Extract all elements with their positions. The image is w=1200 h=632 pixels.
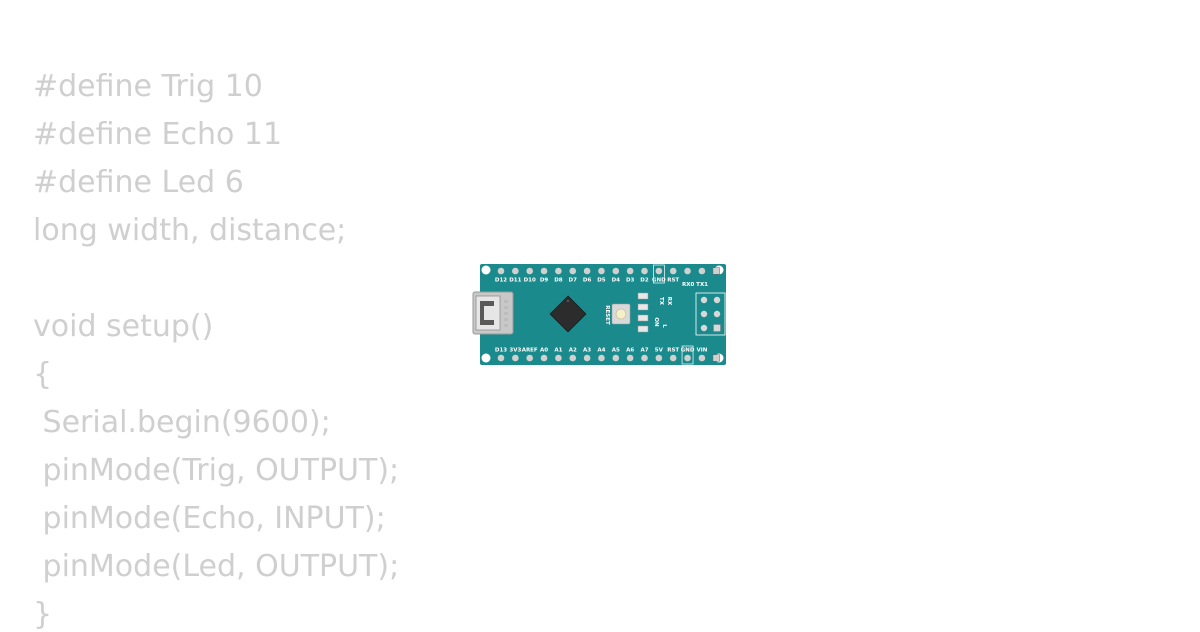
header-pin[interactable] bbox=[684, 354, 691, 362]
pin-label: A0 bbox=[540, 348, 548, 354]
pin-label: D6 bbox=[583, 278, 592, 284]
header-pin[interactable] bbox=[655, 354, 663, 362]
code-line: void setup() bbox=[33, 309, 214, 344]
header-pin[interactable] bbox=[626, 354, 634, 362]
code-line: long width, distance; bbox=[33, 213, 347, 248]
code-line: #define Trig 10 bbox=[33, 69, 263, 104]
header-pin[interactable] bbox=[612, 267, 620, 275]
pin-label: D12 bbox=[495, 278, 507, 284]
pin-label: D7 bbox=[569, 278, 578, 284]
code-line: #define Echo 11 bbox=[33, 117, 283, 152]
pin-label: D3 bbox=[626, 278, 635, 284]
pin-label: D8 bbox=[554, 278, 563, 284]
header-pin[interactable] bbox=[712, 354, 720, 362]
pin-label: GND bbox=[652, 278, 666, 284]
pin-label: VIN bbox=[696, 348, 707, 354]
header-pin[interactable] bbox=[526, 354, 533, 362]
microcontroller-chip bbox=[549, 295, 587, 333]
led-label-rx: RX bbox=[666, 297, 672, 306]
header-pin[interactable] bbox=[612, 354, 620, 362]
header-pin[interactable] bbox=[555, 354, 562, 362]
header-pin[interactable] bbox=[641, 354, 648, 362]
icsp-header[interactable] bbox=[695, 292, 726, 336]
header-pin[interactable] bbox=[569, 354, 577, 362]
header-pin[interactable] bbox=[583, 354, 591, 362]
header-pin[interactable] bbox=[669, 267, 677, 275]
gnd-pin-highlight bbox=[681, 345, 694, 365]
header-pin[interactable] bbox=[598, 354, 605, 362]
header-pin[interactable] bbox=[698, 354, 706, 362]
header-pin[interactable] bbox=[641, 267, 648, 275]
mounting-hole bbox=[481, 265, 491, 275]
top-pin-header[interactable] bbox=[497, 264, 720, 284]
header-pin[interactable] bbox=[512, 267, 519, 275]
pin-label: D9 bbox=[540, 278, 549, 284]
pin-label: D5 bbox=[597, 278, 606, 284]
header-pin[interactable] bbox=[512, 354, 519, 362]
header-pin[interactable] bbox=[583, 267, 591, 275]
header-pin[interactable] bbox=[626, 267, 634, 275]
header-pin[interactable] bbox=[669, 354, 677, 362]
header-pin[interactable] bbox=[540, 354, 548, 362]
pin-label: D11 bbox=[509, 278, 521, 284]
pin-label: D2 bbox=[640, 278, 649, 284]
pin-label: A1 bbox=[554, 348, 562, 354]
header-pin[interactable] bbox=[526, 267, 533, 275]
code-line: pinMode(Led, OUTPUT); bbox=[33, 549, 400, 584]
pin-label: D10 bbox=[524, 278, 536, 284]
pin-label: A6 bbox=[626, 348, 634, 354]
gnd-pin-highlight bbox=[653, 264, 665, 284]
header-pin[interactable] bbox=[684, 267, 691, 275]
code-line: pinMode(Echo, INPUT); bbox=[33, 501, 386, 536]
reset-button[interactable] bbox=[611, 303, 631, 325]
header-pin[interactable] bbox=[540, 267, 548, 275]
pin-label: 3V3 bbox=[509, 348, 521, 354]
led-label-l: L bbox=[661, 324, 667, 328]
pin-label: A3 bbox=[583, 348, 591, 354]
reset-label: RESET bbox=[604, 305, 610, 325]
header-pin[interactable] bbox=[497, 267, 505, 275]
pin-label: D13 bbox=[495, 348, 507, 354]
header-pin[interactable] bbox=[555, 267, 562, 275]
header-pin[interactable] bbox=[569, 267, 577, 275]
pin-label: A2 bbox=[569, 348, 577, 354]
header-pin[interactable] bbox=[698, 267, 706, 275]
header-pin[interactable] bbox=[712, 267, 720, 275]
board-pcb bbox=[480, 264, 726, 365]
usb-connector bbox=[472, 291, 514, 335]
code-line: #define Led 6 bbox=[33, 165, 244, 200]
pin-label: A5 bbox=[612, 348, 620, 354]
pin-label: D4 bbox=[612, 278, 621, 284]
code-line: } bbox=[33, 597, 53, 632]
code-line: pinMode(Trig, OUTPUT); bbox=[33, 453, 400, 488]
pin-label: AREF bbox=[522, 348, 538, 354]
serial-pins-label: RX0 TX1 bbox=[682, 282, 708, 288]
header-pin[interactable] bbox=[655, 267, 663, 275]
led-label-on: ON bbox=[653, 317, 659, 327]
pin-label: RST bbox=[667, 348, 679, 354]
pin-label: 5V bbox=[655, 348, 664, 354]
pin-label: A4 bbox=[597, 348, 605, 354]
bottom-pin-header[interactable] bbox=[497, 345, 720, 365]
header-pin[interactable] bbox=[497, 354, 505, 362]
pin-label: A7 bbox=[640, 348, 648, 354]
code-line: Serial.begin(9600); bbox=[33, 405, 331, 440]
led-label-tx: TX bbox=[658, 297, 664, 306]
pin-label: RST bbox=[667, 278, 679, 284]
code-line: { bbox=[33, 357, 53, 392]
mounting-hole bbox=[481, 353, 491, 363]
pin-label: GND bbox=[681, 348, 695, 354]
header-pin[interactable] bbox=[598, 267, 605, 275]
status-leds bbox=[637, 292, 649, 333]
